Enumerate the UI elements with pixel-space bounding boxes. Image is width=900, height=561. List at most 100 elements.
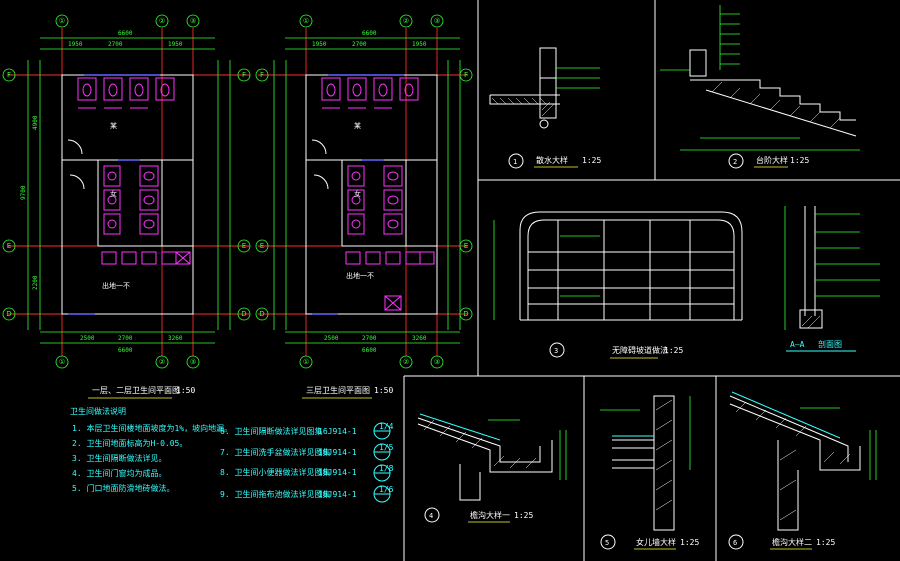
dim-top-seg2-r: 2700	[352, 41, 367, 48]
detail-4-num: 4	[429, 512, 433, 520]
detail-6-num: 6	[733, 539, 737, 547]
notes: 卫生间做法说明 1. 本层卫生间楼地面坡度为1%，坡向地漏。 2. 卫生间地面标…	[70, 406, 394, 503]
detail-3-title: 无障碍坡道做法	[612, 345, 668, 355]
axis-bot-left-2: ②	[159, 358, 165, 366]
axis-top-right-1: ①	[303, 17, 309, 25]
notes-heading: 卫生间做法说明	[70, 406, 126, 416]
note-3: 3. 卫生间隔断做法详见。	[72, 453, 166, 463]
axis-top-left-2: ②	[159, 17, 165, 25]
dimension-text: 6600 1950 2700 1950 2500 2700 3260 6600 …	[20, 30, 427, 354]
axis-top-left-1: ①	[59, 17, 65, 25]
axis-row-e-m2: E	[260, 242, 264, 250]
plan-left-room-label: 出地一不	[102, 281, 130, 290]
section-aa-title: A—A	[790, 340, 805, 349]
detail-1-scale: 1:25	[582, 156, 601, 165]
ref-8-code: 16J914-1	[318, 468, 357, 477]
ref-8: 8. 卫生间小便器做法详见图集	[220, 467, 330, 477]
plan-scale-right: 1:50	[374, 386, 393, 395]
ref-9-sym: 1/6	[379, 485, 394, 494]
axis-bot-left-3: ③	[190, 358, 196, 366]
detail-6: 6 檐沟大样二 1:25	[728, 391, 877, 550]
dim-bot-seg3-r: 3260	[412, 335, 427, 342]
plan-right-mid-label: 某	[354, 122, 361, 130]
detail-6-title: 檐沟大样二	[772, 537, 812, 547]
note-1: 1. 本层卫生间楼地面坡度为1%，坡向地漏。	[72, 423, 232, 433]
detail-2-title: 台阶大样	[756, 155, 788, 165]
axis-bot-right-3: ③	[434, 358, 440, 366]
axis-bot-right-2: ②	[403, 358, 409, 366]
dim-bot-seg3-l: 3260	[168, 335, 183, 342]
axis-row-f-m: F	[242, 71, 246, 79]
dim-bot-seg1-l: 2500	[80, 335, 95, 342]
detail-5-title: 女儿墙大样	[636, 537, 676, 547]
dim-top-seg1-l: 1950	[68, 41, 83, 48]
axis-row-f-m2: F	[260, 71, 264, 79]
dim-bot-seg1-r: 2500	[324, 335, 339, 342]
dim-top-total-l: 6600	[118, 30, 133, 37]
dim-top-total-r: 6600	[362, 30, 377, 37]
ref-7-sym: 1/5	[379, 443, 394, 452]
note-4: 4. 卫生间门窗均为成品。	[72, 468, 166, 478]
axis-top-right-3: ③	[434, 17, 440, 25]
axis-top-right-2: ②	[403, 17, 409, 25]
panel-frames	[403, 0, 900, 561]
axis-top-left-3: ③	[190, 17, 196, 25]
dim-top-seg1-r: 1950	[312, 41, 327, 48]
detail-6-scale: 1:25	[816, 538, 835, 547]
plan-titles: 一层、二层卫生间平面图 1:50 三层卫生间平面图 1:50	[88, 385, 393, 399]
axis-row-d-m: D	[241, 310, 246, 318]
ref-9: 9. 卫生间拖布池做法详见图集	[220, 489, 330, 499]
section-aa-subtitle: 剖面图	[818, 339, 842, 349]
dim-left-seg2: 2200	[32, 275, 39, 290]
detail-5-scale: 1:25	[680, 538, 699, 547]
axis-bot-left-1: ①	[59, 358, 65, 366]
detail-1-title: 散水大样	[536, 155, 568, 165]
dim-bot-seg2-l: 2700	[118, 335, 133, 342]
axis-row-d-l: D	[6, 310, 11, 318]
axis-bot-right-1: ①	[303, 358, 309, 366]
ref-7-code: 16J914-1	[318, 448, 357, 457]
detail-4-title: 檐沟大样一	[470, 510, 510, 520]
detail-4-scale: 1:25	[514, 511, 533, 520]
axis-bubbles: ① ② ③ ① ② ③ ① ② ③ ① ② ③ F E D F E D F E …	[2, 14, 473, 369]
axis-row-d-r: D	[463, 310, 468, 318]
ref-6-code: 16J914-1	[318, 427, 357, 436]
detail-3-scale: 1:25	[664, 346, 683, 355]
detail-3-num: 3	[554, 347, 558, 355]
detail-5-num: 5	[605, 539, 609, 547]
dim-left-seg1: 4900	[32, 115, 39, 130]
plan-left-mid-label: 某	[110, 122, 117, 130]
axis-row-f-l: F	[7, 71, 11, 79]
plan-left: 某 女 出地一不	[8, 28, 250, 356]
dim-bot-total-r: 6600	[362, 347, 377, 354]
detail-1: 1 散水大样 1:25	[489, 47, 601, 169]
detail-2: 2 台阶大样 1:25	[660, 5, 860, 169]
plan-scale-left: 1:50	[176, 386, 195, 395]
plan-left-female-label: 女	[110, 189, 117, 198]
detail-4: 4 檐沟大样一 1:25	[417, 413, 567, 523]
axis-row-e-m: E	[242, 242, 246, 250]
section-aa: A—A 剖面图	[784, 206, 880, 352]
plan-title-right: 三层卫生间平面图	[306, 385, 370, 395]
dim-top-seg3-r: 1950	[412, 41, 427, 48]
detail-3: 3 无障碍坡道做法 1:25	[493, 211, 743, 359]
plan-right: 某 女 出地一不	[258, 28, 468, 356]
ref-8-sym: 1/8	[379, 464, 394, 473]
detail-2-scale: 1:25	[790, 156, 809, 165]
ref-6-sym: 1/4	[379, 422, 394, 431]
detail-5: 5 女儿墙大样 1:25	[600, 395, 699, 550]
dim-top-seg3-l: 1950	[168, 41, 183, 48]
ref-6: 6. 卫生间隔断做法详见图集	[220, 426, 322, 436]
axis-row-e-r: E	[464, 242, 468, 250]
dim-left-total: 9700	[20, 185, 27, 200]
dim-bot-seg2-r: 2700	[362, 335, 377, 342]
dim-bot-total-l: 6600	[118, 347, 133, 354]
plan-right-female-label: 女	[354, 189, 361, 198]
detail-2-num: 2	[733, 158, 737, 166]
detail-1-num: 1	[513, 158, 517, 166]
plan-right-room-label: 出地一不	[346, 271, 374, 280]
axis-row-f-r: F	[464, 71, 468, 79]
note-2: 2. 卫生间地面标高为H-0.05。	[72, 438, 187, 448]
note-5: 5. 门口地面防滑地砖做法。	[72, 483, 174, 493]
